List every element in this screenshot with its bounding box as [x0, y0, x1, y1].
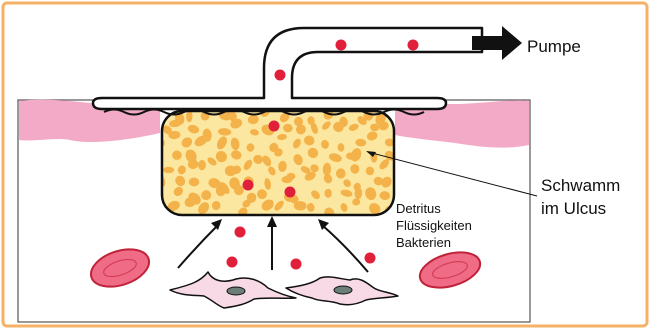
- debris-label-fluids: Flüssigkeiten: [396, 217, 472, 234]
- sponge-label: Schwamm im Ulcus: [541, 174, 620, 220]
- debris-label: Detritus Flüssigkeiten Bakterien: [396, 200, 472, 251]
- pump-label: Pumpe: [527, 37, 581, 57]
- debris-label-bacteria: Bakterien: [396, 234, 472, 251]
- sponge-label-line2: im Ulcus: [541, 197, 620, 220]
- sponge-label-line1: Schwamm: [541, 174, 620, 197]
- debris-label-detritus: Detritus: [396, 200, 472, 217]
- sponge-cell: [163, 167, 174, 173]
